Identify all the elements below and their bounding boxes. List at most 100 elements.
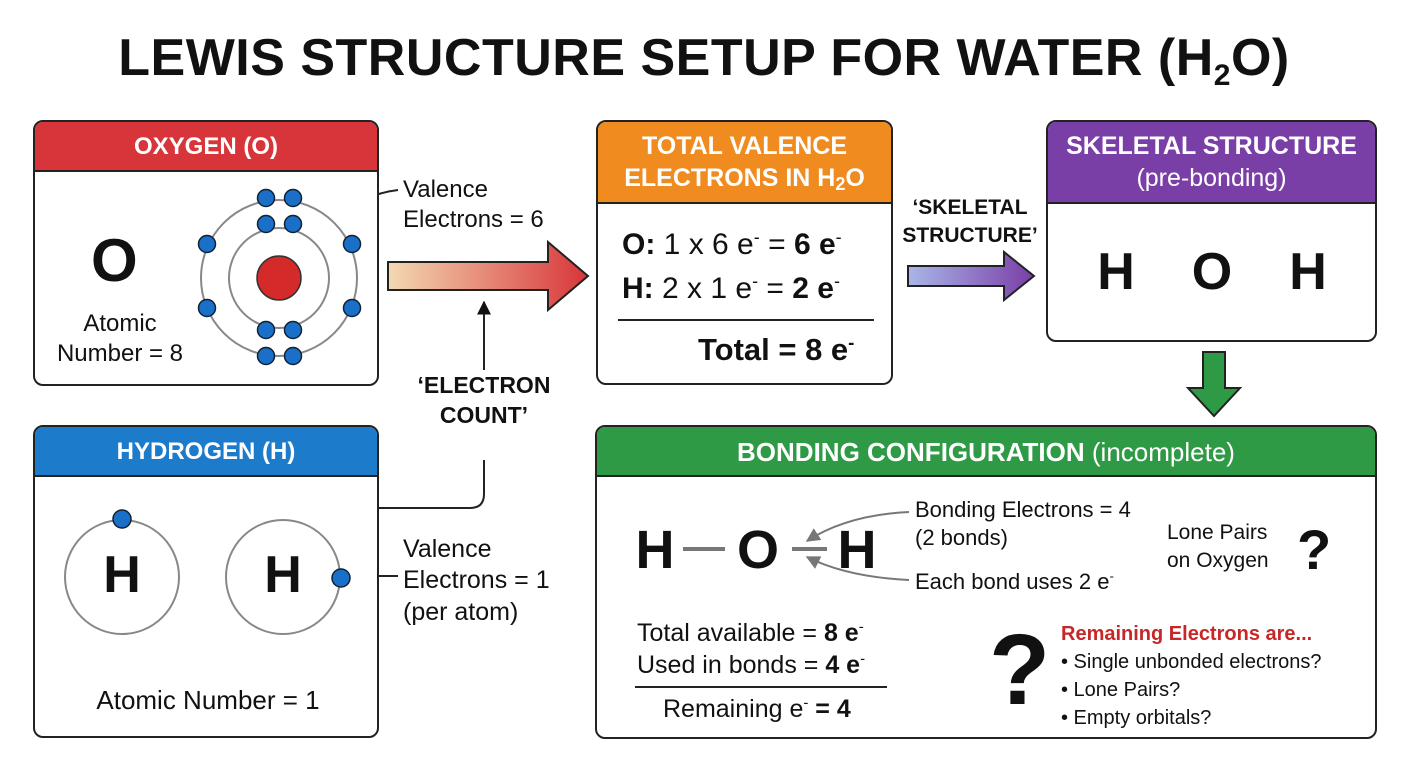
each-bond-text: Each bond uses 2 e [915,569,1110,594]
oxygen-symbol: O [91,227,138,294]
hydrogen-symbol-1: H [103,546,141,604]
hydrogen-count-row: H: 2 x 1 e- = 2 e- [622,271,840,305]
remaining-row: Remaining e- = 4 [663,695,851,724]
bonding-atom-h1: H [635,520,675,580]
title-end: O) [1230,29,1290,87]
total-header-line2: ELECTRONS IN H2O [598,162,891,200]
total-available-row: Total available = 8 e- [637,619,864,648]
skeletal-label-line1: ‘SKELETAL [912,196,1028,219]
oxygen-panel: OXYGEN (O) O Atomic Number = 8 [33,120,379,386]
hydrogen-result-sup: - [833,271,840,291]
total-valence-header: TOTAL VALENCE ELECTRONS IN H2O [598,122,891,204]
bonding-header-bold: BONDING CONFIGURATION [737,437,1085,467]
total-available-label: Total available = [637,619,824,647]
total-header-line2-text: ELECTRONS IN H [624,164,836,192]
total-header-subscript: 2 [835,174,846,194]
remaining-option-3: • Empty orbitals? [1061,707,1212,729]
oxygen-inner-shell [228,227,330,329]
page-title: LEWIS STRUCTURE SETUP FOR WATER (H2O) [0,28,1408,93]
hydrogen-electron-1 [112,509,132,529]
bonding-electrons-pointer [805,511,910,542]
skeletal-header: SKELETAL STRUCTURE (pre-bonding) [1048,122,1375,204]
oxygen-bohr-model [197,188,362,366]
arrow-to-bonding [1185,351,1243,418]
bonding-electrons-line2: (2 bonds) [915,525,1008,550]
bonding-header-light: (incomplete) [1091,437,1235,467]
bonding-diagram [635,511,910,688]
remaining-option-1: • Single unbonded electrons? [1061,651,1322,673]
oxygen-count-label: O: [622,228,656,261]
hydrogen-atoms [64,509,351,635]
bonding-panel: BONDING CONFIGURATION (incomplete) H O H… [595,425,1377,739]
oxygen-count-result: 6 e [793,228,836,261]
electron-count-connector [378,460,485,509]
skeletal-atom-h2: H [1289,243,1327,301]
remaining-electrons-title: Remaining Electrons are... [1061,623,1313,645]
oxygen-nucleus [256,255,302,301]
remaining-option-2: • Lone Pairs? [1061,679,1181,701]
skeletal-panel: SKELETAL STRUCTURE (pre-bonding) H O H [1046,120,1377,342]
remaining-label: Remaining e [663,695,804,723]
arrow-to-skeletal [907,249,1036,303]
electron-count-label-line1: ‘ELECTRON [417,372,551,398]
used-in-bonds-sup: - [860,650,866,668]
total-available-value: 8 e [823,619,859,647]
lone-pairs-question: ? [1297,518,1332,581]
oxygen-count-calc: 1 x 6 e [663,228,754,261]
used-in-bonds-row: Used in bonds = 4 e- [637,651,865,680]
oxygen-header: OXYGEN (O) [35,122,377,172]
oxygen-outer-shell [200,199,358,357]
remaining-question: ? [989,614,1051,726]
hydrogen-count-label: H: [622,272,654,305]
lone-pairs-line1: Lone Pairs [1167,521,1268,544]
hydrogen-panel: HYDROGEN (H) H H Atomic Number = 1 [33,425,379,738]
hydrogen-valence-line2: Electrons = 1 [403,566,550,594]
remaining-value: = 4 [808,695,851,723]
oxygen-result-sup: - [835,227,842,247]
title-subscript: 2 [1213,59,1231,92]
bonding-electrons-line1: Bonding Electrons = 4 [915,497,1131,522]
total-available-sup: - [858,618,864,636]
remaining-sup: - [803,694,809,712]
bonding-header: BONDING CONFIGURATION (incomplete) [597,427,1375,477]
oxygen-valence-line1: Valence [403,176,488,203]
total-header-end: O [845,164,865,192]
each-bond-pointer [805,556,910,581]
skeletal-atom-h1: H [1097,243,1135,301]
oxygen-atomic-number-line2: Number = 8 [56,340,184,367]
hydrogen-count-calc: 2 x 1 e [662,272,753,305]
each-bond-sup: - [1109,568,1114,584]
hydrogen-count-sup: - [752,271,759,291]
oxygen-count-sup: - [753,227,760,247]
hydrogen-electron-2 [331,568,351,588]
total-valence-panel: TOTAL VALENCE ELECTRONS IN H2O O: 1 x 6 … [596,120,893,385]
used-in-bonds-value: 4 e [825,651,861,679]
arrow-to-total [387,239,590,313]
oxygen-count-row: O: 1 x 6 e- = 6 e- [622,227,842,261]
total-result-sup: - [848,331,855,353]
skeletal-atom-o: O [1191,243,1233,301]
total-divider [618,319,874,321]
oxygen-valence-line2: Electrons = 6 [403,206,544,233]
used-in-bonds-label: Used in bonds = [637,651,826,679]
bonding-atom-h2: H [837,520,877,580]
hydrogen-valence-line3: (per atom) [403,598,519,626]
total-result-text: Total = 8 e [698,332,849,367]
bonding-atom-o: O [736,520,779,580]
title-text: LEWIS STRUCTURE SETUP FOR WATER (H [118,29,1214,87]
total-header-line1: TOTAL VALENCE [641,132,848,160]
skeletal-header-line1: SKELETAL STRUCTURE [1066,132,1357,160]
hydrogen-count-result: 2 e [792,272,834,305]
total-result: Total = 8 e- [698,332,854,368]
skeletal-header-line2: (pre-bonding) [1136,164,1287,192]
oxygen-atomic-number-line1: Atomic [83,310,157,337]
hydrogen-symbol-2: H [264,546,302,604]
skeletal-label-line2: STRUCTURE’ [902,224,1038,247]
hydrogen-header: HYDROGEN (H) [35,427,377,477]
electron-count-label-line2: COUNT’ [439,402,529,428]
lone-pairs-line2: on Oxygen [1167,549,1269,572]
hydrogen-atomic-number: Atomic Number = 1 [96,685,320,715]
oxygen-electrons [197,188,362,366]
each-bond-label: Each bond uses 2 e- [915,569,1114,595]
hydrogen-valence-line1: Valence [403,535,492,563]
